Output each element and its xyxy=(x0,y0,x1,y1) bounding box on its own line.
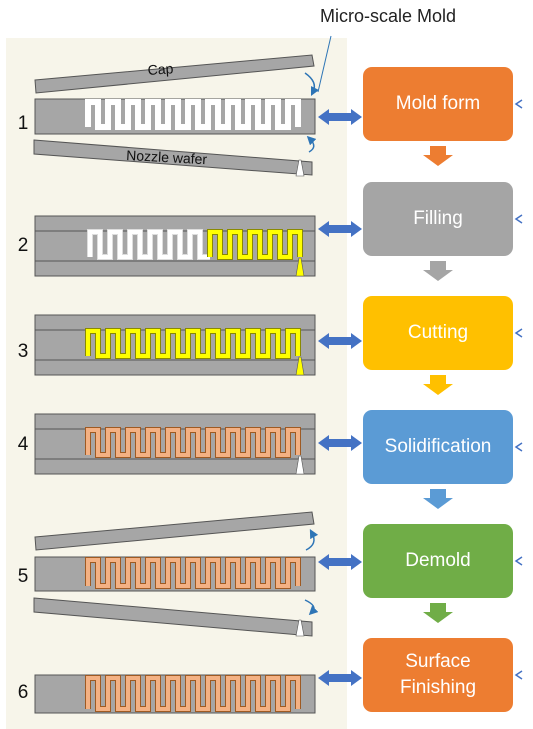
edge-mark-5 xyxy=(514,556,523,566)
process-box-cutting: Cutting xyxy=(363,296,513,370)
nozzle-4 xyxy=(295,455,305,475)
step-number-4: 4 xyxy=(17,434,29,455)
step-number-1: 1 xyxy=(17,113,29,134)
channel-solid-6 xyxy=(86,676,300,711)
cap-layer-3 xyxy=(34,314,316,331)
nozzle-2 xyxy=(295,257,305,277)
cap-layer-2 xyxy=(34,215,316,232)
channel-liquid-2 xyxy=(208,230,302,259)
process-box-solidification: Solidification xyxy=(363,410,513,484)
process-box-mold-form: Mold form xyxy=(363,67,513,141)
channel-empty-2 xyxy=(88,230,210,259)
step-number-5: 5 xyxy=(17,566,29,587)
nozzle-wafer-4 xyxy=(34,458,316,475)
process-box-demold: Demold xyxy=(363,524,513,598)
down-arrow-4 xyxy=(423,489,453,509)
cap-layer-5 xyxy=(34,511,315,551)
cap-layer-1 xyxy=(34,54,315,94)
process-box-surface-finishing: Surface Finishing xyxy=(363,638,513,712)
step-number-6: 6 xyxy=(17,682,29,703)
nozzle-wafer-5 xyxy=(33,597,313,637)
double-arrow-2 xyxy=(318,221,362,237)
channel-solid-4 xyxy=(86,428,300,457)
double-arrow-5 xyxy=(318,554,362,570)
edge-mark-2 xyxy=(514,214,523,224)
nozzle-wafer-2 xyxy=(34,260,316,277)
cap-layer-4 xyxy=(34,413,316,430)
process-box-filling: Filling xyxy=(363,182,513,256)
nozzle-1 xyxy=(295,159,305,177)
step-number-2: 2 xyxy=(17,235,29,256)
nozzle-wafer-1 xyxy=(33,139,313,176)
double-arrow-4 xyxy=(318,435,362,451)
nozzle-5 xyxy=(295,619,305,637)
channel-liquid-3 xyxy=(86,329,300,358)
double-arrow-6 xyxy=(318,670,362,686)
nozzle-3 xyxy=(295,356,305,376)
step-number-3: 3 xyxy=(17,341,29,362)
title-pointer xyxy=(317,35,332,93)
down-arrow-1 xyxy=(423,146,453,166)
edge-mark-3 xyxy=(514,328,523,338)
cap-label: Cap xyxy=(147,60,174,78)
curved-arrow-cap xyxy=(304,72,320,97)
edge-mark-4 xyxy=(514,442,523,452)
diagram-title: Micro-scale Mold xyxy=(320,6,457,26)
curved-arrow-wafer xyxy=(306,135,317,153)
edge-mark-6 xyxy=(514,670,523,680)
nozzle-wafer-3 xyxy=(34,359,316,376)
double-arrow-3 xyxy=(318,333,362,349)
double-arrow-1 xyxy=(318,109,362,125)
curved-arrow-cap-5 xyxy=(305,529,319,551)
down-arrow-2 xyxy=(423,261,453,281)
channel-solid-5 xyxy=(86,558,300,588)
channel-empty-1 xyxy=(86,100,300,129)
down-arrow-3 xyxy=(423,375,453,395)
nozzle-wafer-label: Nozzle wafer xyxy=(126,147,208,167)
curved-arrow-wafer-5 xyxy=(304,599,319,616)
down-arrow-5 xyxy=(423,603,453,623)
edge-mark-1 xyxy=(514,99,523,109)
